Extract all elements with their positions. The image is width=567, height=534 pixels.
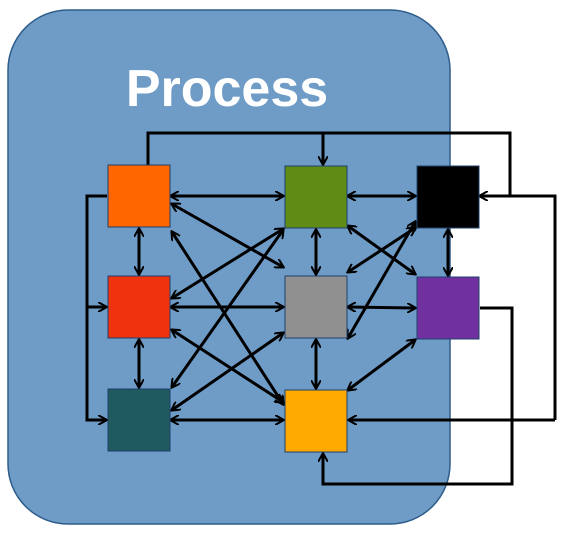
node-red xyxy=(107,275,171,339)
node-teal xyxy=(107,388,171,452)
node-purple xyxy=(416,276,480,340)
route-right-black xyxy=(480,196,557,420)
node-black xyxy=(416,165,480,229)
arrow-teal-gray xyxy=(172,333,283,410)
process-title: Process xyxy=(126,60,328,118)
arrow-amber-black xyxy=(348,222,415,338)
route-orange-top-bar xyxy=(146,131,512,196)
arrow-amber-purple xyxy=(348,340,415,390)
node-amber xyxy=(284,389,348,453)
arrow-gray-purple xyxy=(348,307,415,308)
node-gray xyxy=(284,275,348,339)
route-purple-amber xyxy=(323,306,514,486)
node-orange xyxy=(107,164,171,228)
connection-arrows xyxy=(85,131,557,486)
process-nodes xyxy=(107,164,480,453)
node-green xyxy=(284,165,348,229)
